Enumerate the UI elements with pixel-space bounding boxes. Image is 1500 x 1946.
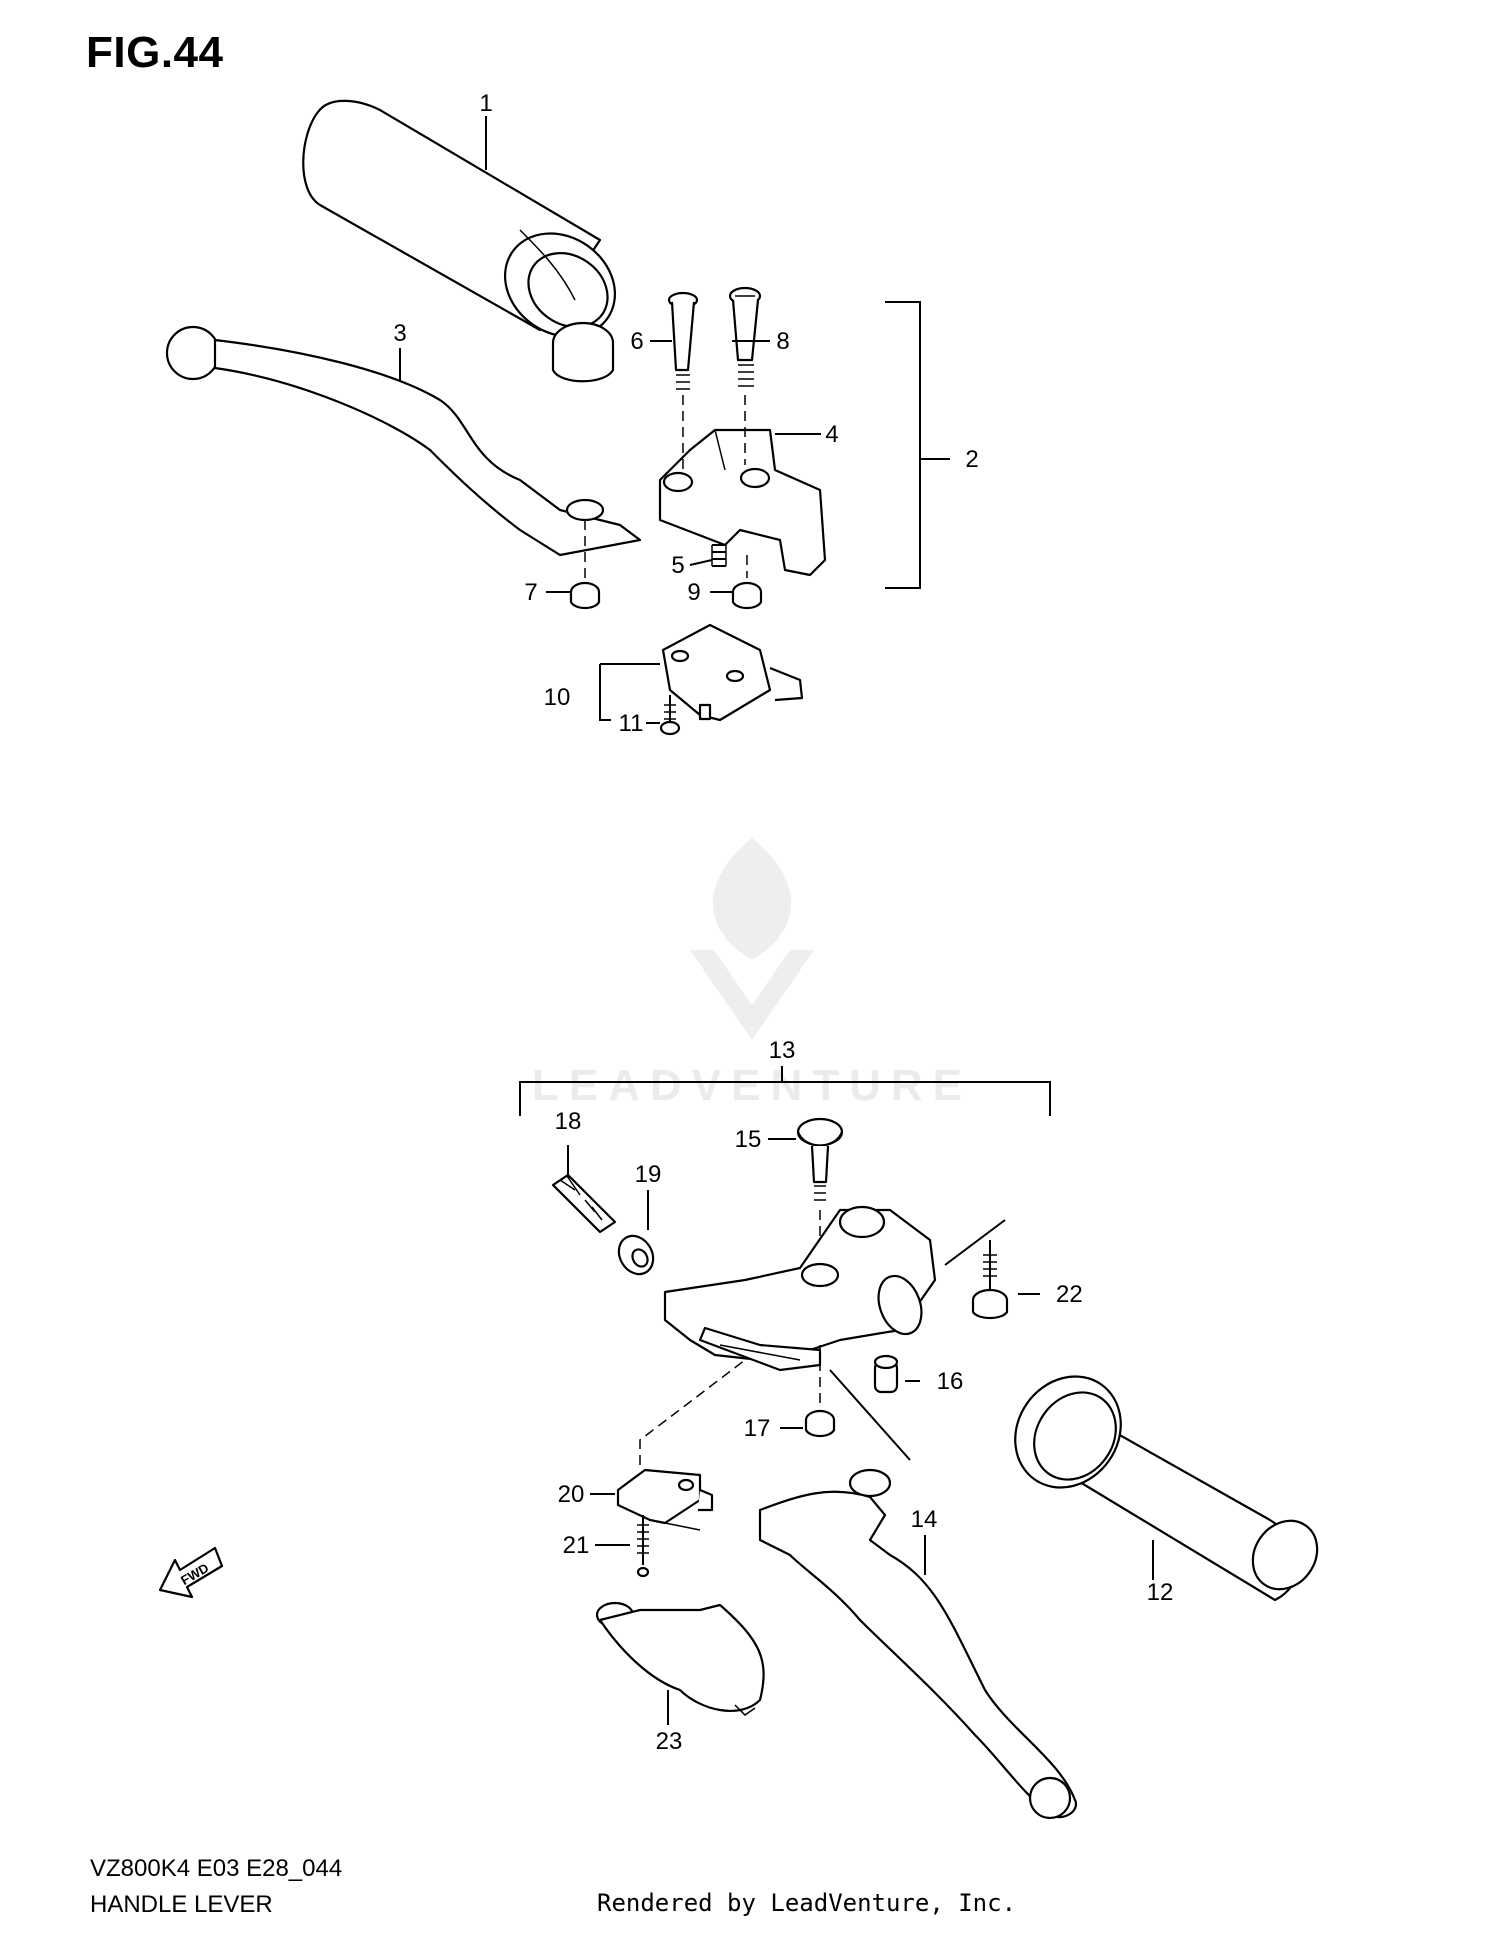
fwd-arrow-icon: FWD [158,1546,224,1599]
callout-19: 19 [635,1161,662,1188]
part-6-bolt [667,291,699,470]
callout-7: 7 [524,579,537,606]
callout-12: 12 [1147,1579,1174,1606]
bracket-13 [519,1066,1051,1116]
part-16-pin [829,1354,920,1461]
callout-14: 14 [911,1506,938,1533]
callout-3: 3 [393,320,406,347]
rendered-by-credit: Rendered by LeadVenture, Inc. [597,1889,1017,1917]
part-12-grip [1014,1375,1319,1602]
section-name: HANDLE LEVER [90,1891,273,1918]
part-23-cover [595,1601,765,1725]
callout-9: 9 [687,579,700,606]
part-14-lever [758,1468,1078,1820]
callout-22: 22 [1056,1281,1083,1308]
callout-6: 6 [630,328,643,355]
part-18-adjuster [551,1145,617,1234]
callout-17: 17 [744,1415,771,1442]
part-3-lever [165,321,642,557]
figure-title: FIG.44 [86,28,224,77]
leadventure-watermark: LEADVENTURE [532,838,972,1110]
part-10-switch [661,623,804,722]
part-20-switch [590,1359,746,1531]
callout-11: 11 [619,710,644,737]
model-code: VZ800K4 E03 E28_044 [90,1855,343,1882]
callout-1: 1 [479,90,492,117]
part-13-perch [663,1205,937,1372]
part-4-holder [658,428,827,577]
part-8-bolt [728,286,762,465]
top-leader-lines [399,116,950,724]
part-11-screw [659,695,681,736]
part-9-nut [731,555,763,610]
callout-10: 10 [544,684,571,711]
callout-20: 20 [558,1481,585,1508]
callout-18: 18 [555,1108,582,1135]
callout-4: 4 [825,421,838,448]
callout-23: 23 [656,1728,683,1755]
part-1-grip [302,99,617,338]
part-17-nut [780,1345,836,1438]
callout-16: 16 [937,1368,964,1395]
watermark-text: LEADVENTURE [532,1061,972,1110]
part-15-bolt [768,1117,844,1270]
callout-15: 15 [735,1126,762,1153]
part-7-nut [569,520,601,610]
callout-labels: 1 2 3 4 5 6 7 8 9 10 11 12 13 14 15 16 1… [393,90,1173,1755]
callout-21: 21 [563,1532,590,1559]
part-5-spring [711,544,727,567]
part-21-screw [595,1515,650,1578]
callout-13: 13 [769,1037,796,1064]
part-19-locknut [617,1190,655,1276]
callout-8: 8 [776,328,789,355]
part-22-bolt [944,1219,1040,1320]
callout-2: 2 [965,446,978,473]
callout-5: 5 [671,552,684,579]
